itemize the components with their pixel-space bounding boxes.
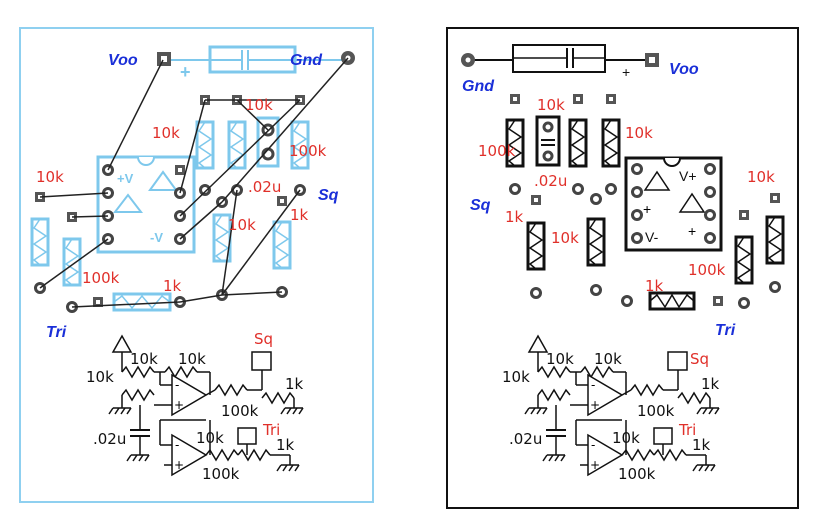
right-r-1k-b-label: 1k: [645, 277, 664, 295]
right-supply-capacitor: [468, 44, 652, 73]
sch-right-r1k-b: 1k: [692, 436, 711, 454]
sch-right-r1k-a: 1k: [701, 375, 720, 393]
sch-right-r100k-a: 100k: [637, 402, 675, 420]
left-r-10k-b-label: 10k: [152, 124, 180, 142]
sch-left-r1k-b: 1k: [276, 436, 295, 454]
right-cap-02u: [535, 115, 561, 167]
left-r-100k-a-label: 100k: [289, 142, 327, 160]
right-r-10k-b: [601, 118, 621, 168]
sch-left-r10k-d: 10k: [196, 429, 224, 447]
left-r-10k-c: [30, 217, 50, 267]
sch-left-r10k-a: 10k: [130, 350, 158, 368]
sch-right-r10k-a: 10k: [546, 350, 574, 368]
left-voo-label: Voo: [108, 52, 138, 69]
sch-left-r10k-c: 10k: [86, 368, 114, 386]
left-r-10k-a-label: 10k: [245, 96, 273, 114]
left-sq-label: Sq: [318, 187, 339, 204]
sch-left-r100k-b: 100k: [202, 465, 240, 483]
left-board-outline: [19, 27, 374, 503]
right-r-1k-a: [526, 221, 546, 271]
svg-text:+: +: [643, 201, 651, 217]
svg-text:+: +: [688, 223, 696, 239]
left-r-1k-b-label: 1k: [163, 277, 182, 295]
right-r-100k-a-label: 100k: [478, 142, 516, 160]
right-r-10k-c: [586, 217, 606, 267]
sch-right-r100k-b: 100k: [618, 465, 656, 483]
left-r-1k-b: [112, 292, 172, 312]
right-plus-label: +: [622, 64, 630, 80]
left-wires: [39, 57, 349, 308]
right-sq-label: Sq: [470, 197, 491, 214]
left-r-100k-b-label: 100k: [82, 269, 120, 287]
right-r-100k-b-label: 100k: [688, 261, 726, 279]
left-r-1k-a-label: 1k: [290, 206, 309, 224]
right-mv-label: V-: [645, 229, 659, 245]
right-pv-label: V+: [679, 168, 697, 184]
left-mv-label: -V: [150, 230, 163, 245]
right-r-10k-a: [568, 118, 588, 168]
left-gnd-label: Gnd: [290, 52, 323, 69]
left-c-02u-label: .02u: [248, 178, 281, 196]
left-r-1k-a: [272, 220, 292, 270]
right-r-10k-d-label: 10k: [551, 229, 579, 247]
sch-left-sq: Sq: [254, 330, 273, 348]
sch-right-sq: Sq: [690, 350, 709, 368]
right-voo-label: Voo: [669, 61, 699, 78]
right-r-1k-b: [648, 291, 696, 311]
right-tri-label: Tri: [715, 322, 736, 339]
left-r-10k-d-label: 10k: [228, 216, 256, 234]
right-voo-pad: [645, 53, 659, 67]
left-schematic: [108, 334, 304, 476]
sch-left-r100k-a: 100k: [221, 402, 259, 420]
right-r-10k-d: [765, 215, 785, 265]
sch-right-r10k-d: 10k: [612, 429, 640, 447]
right-schematic: [524, 334, 720, 476]
left-tri-label: Tri: [46, 324, 67, 341]
sch-right-r10k-b: 10k: [594, 350, 622, 368]
right-r-10k-a-label: 10k: [537, 96, 565, 114]
right-gnd-label: Gnd: [462, 78, 495, 95]
left-r-100k-b: [62, 237, 82, 287]
right-r-100k-b: [734, 235, 754, 285]
sch-left-c02u: .02u: [93, 430, 126, 448]
sch-left-tri: Tri: [262, 421, 280, 439]
sch-left-r10k-b: 10k: [178, 350, 206, 368]
right-c-02u-label: .02u: [534, 172, 567, 190]
right-board-outline: [446, 27, 799, 509]
left-pv-label: +V: [117, 171, 134, 186]
sch-right-r10k-c: 10k: [502, 368, 530, 386]
sch-left-r1k-a: 1k: [285, 375, 304, 393]
left-plus-label: +: [180, 62, 191, 82]
left-r-10k-a: [195, 120, 215, 170]
right-gnd-pad: [461, 53, 475, 67]
sch-right-tri: Tri: [678, 421, 696, 439]
right-r-1k-a-label: 1k: [505, 208, 524, 226]
left-supply-capacitor: [163, 45, 348, 74]
right-r-10k-c-label: 10k: [747, 168, 775, 186]
left-voo-pad: [157, 52, 171, 66]
left-r-10k-c-label: 10k: [36, 168, 64, 186]
sch-right-c02u: .02u: [509, 430, 542, 448]
right-ic-package: + +: [624, 156, 723, 252]
right-r-10k-b-label: 10k: [625, 124, 653, 142]
